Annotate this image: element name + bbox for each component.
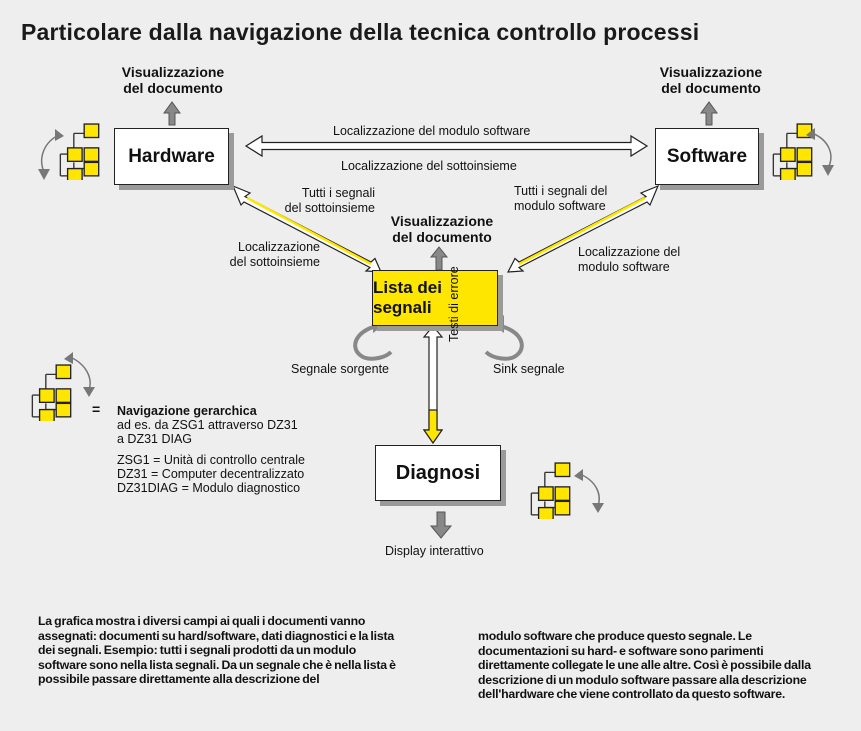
description-paragraph-right: modulo software che produce questo segna…	[478, 629, 811, 701]
software-node: Software	[655, 128, 759, 185]
legend-example-2: a DZ31 DIAG	[117, 432, 193, 446]
rotate-arrow-icon	[38, 129, 64, 180]
page-title: Particolare dalla navigazione della tecn…	[21, 19, 700, 45]
source-signal-label: Segnale sorgente	[291, 362, 389, 376]
up-arrow-icon	[163, 101, 181, 126]
up-arrow-icon	[429, 246, 449, 271]
hierarchy-tree-icon	[31, 364, 72, 421]
hardware-node: Hardware	[114, 128, 229, 185]
double-arrow-icon	[506, 184, 660, 273]
legend-example-1: ad es. da ZSG1 attraverso DZ31	[117, 418, 298, 432]
double-arrow-icon	[422, 325, 444, 445]
hierarchy-tree-icon	[59, 123, 100, 180]
hw-sw-bottom-label: Localizzazione del sottoinsieme	[341, 159, 517, 173]
curved-arrow-icon	[484, 315, 524, 361]
signal-list-node: Lista dei segnali	[372, 270, 498, 326]
rotate-arrow-icon	[64, 352, 95, 397]
diagnosis-node: Diagnosi	[375, 445, 501, 501]
legend-def-zsg1: ZSG1 = Unità di controllo centrale	[117, 453, 305, 467]
hierarchy-tree-icon	[530, 462, 571, 519]
rotate-arrow-icon	[574, 469, 604, 513]
rotate-arrow-icon	[806, 128, 834, 176]
hw-sw-top-label: Localizzazione del modulo software	[333, 124, 531, 138]
up-arrow-icon	[700, 101, 718, 126]
interactive-display-label: Display interattivo	[385, 544, 484, 558]
hierarchy-tree-icon	[772, 123, 813, 180]
legend-def-dz31: DZ31 = Computer decentralizzato	[117, 467, 305, 481]
legend-heading: Navigazione gerarchica	[117, 404, 257, 418]
down-arrow-icon	[429, 511, 453, 539]
legend-equals: =	[92, 401, 101, 417]
sink-signal-label: Sink segnale	[493, 362, 565, 376]
error-texts-label: Testi di errore	[447, 266, 461, 342]
legend-block: Navigazione gerarchica ad es. da ZSG1 at…	[117, 404, 305, 495]
description-paragraph-left: La grafica mostra i diversi campi ai qua…	[38, 614, 396, 686]
legend-def-dz31diag: DZ31DIAG = Modulo diagnostico	[117, 481, 301, 495]
double-arrow-icon	[244, 134, 649, 158]
